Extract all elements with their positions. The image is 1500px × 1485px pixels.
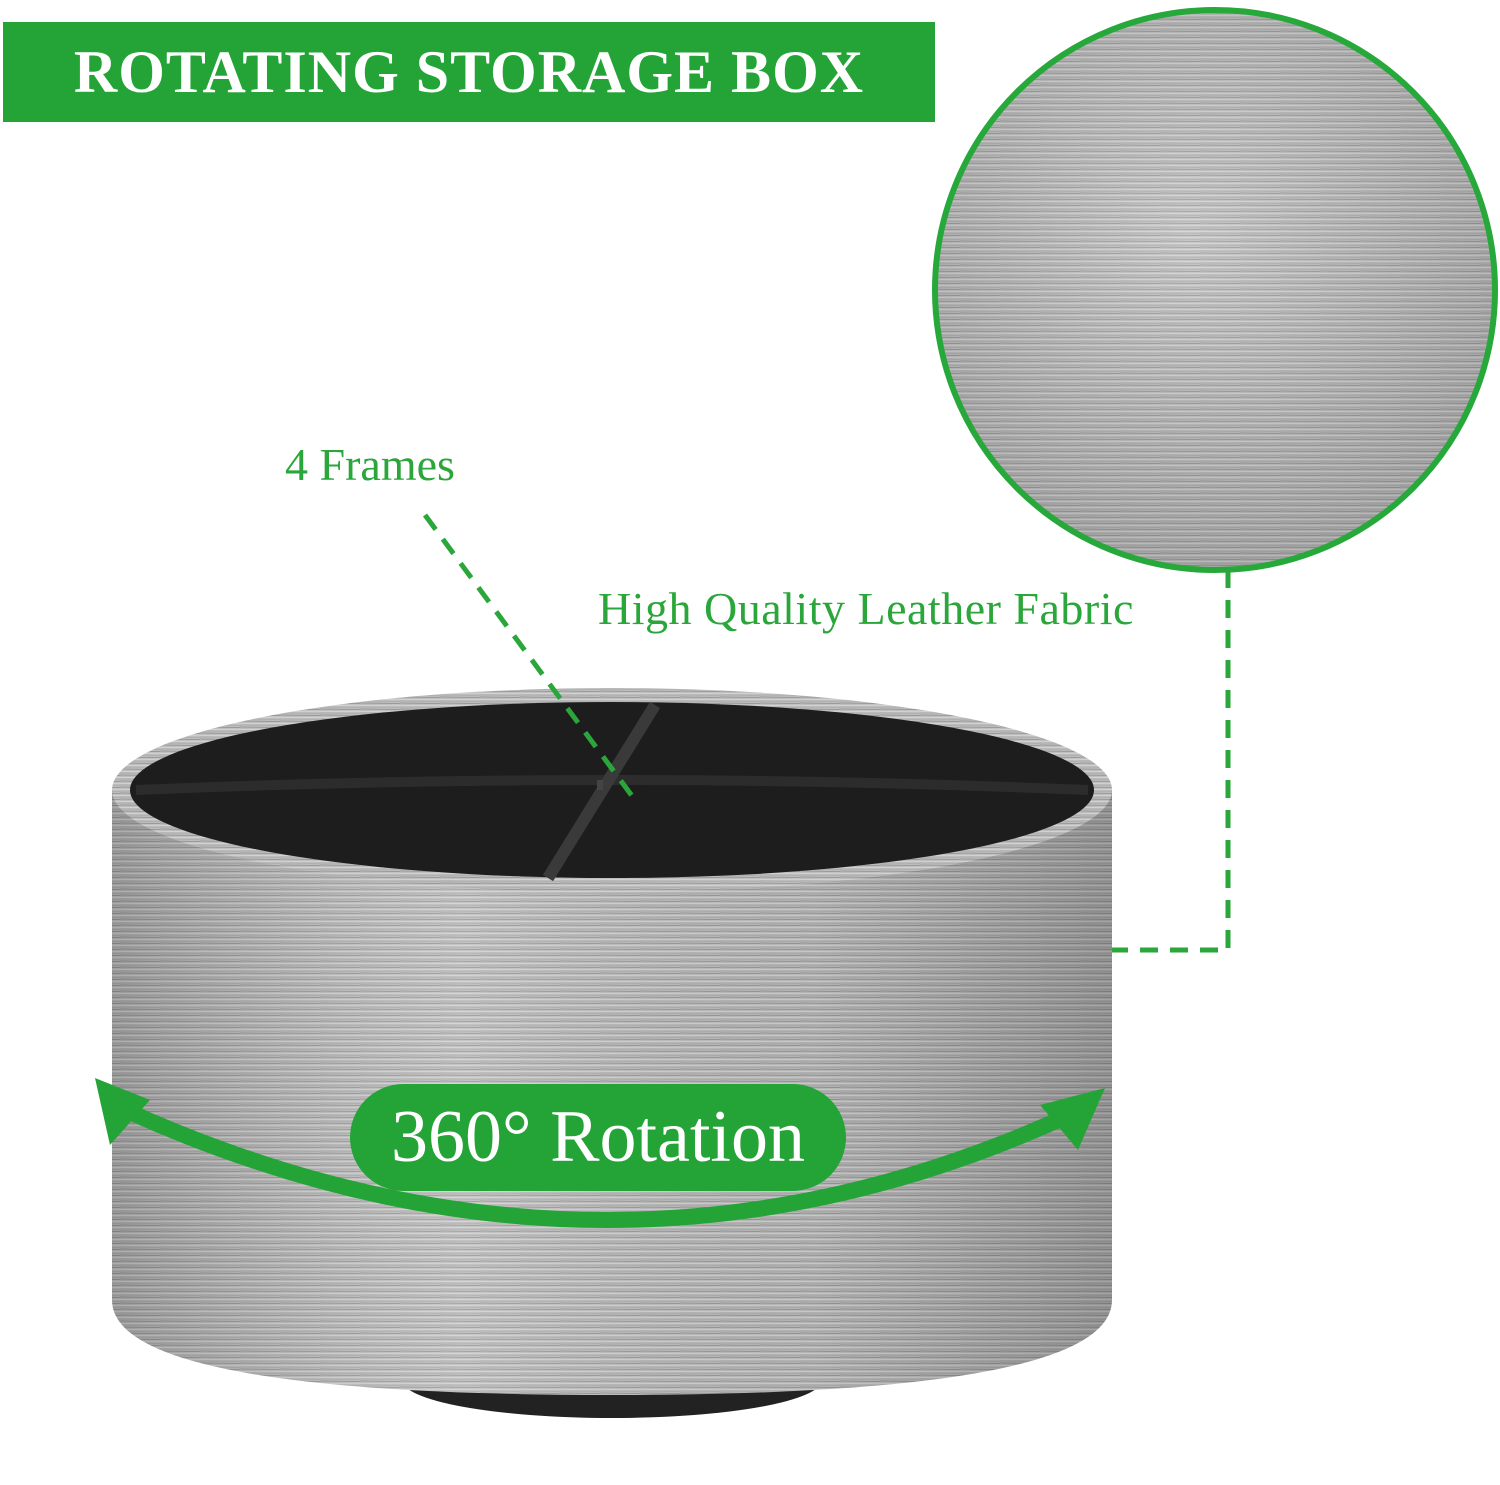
frames-callout: 4 Frames: [285, 439, 455, 490]
fabric-zoom-disc: [932, 7, 1498, 573]
arrowhead-left-icon: [95, 1078, 150, 1145]
title-banner: ROTATING STORAGE BOX: [3, 22, 935, 122]
storage-box-body: [112, 688, 1112, 1395]
arrowhead-right-icon: [1040, 1088, 1105, 1150]
page-title: ROTATING STORAGE BOX: [73, 38, 865, 105]
box-interior: [130, 702, 1094, 878]
rotation-arrow: [95, 1078, 1105, 1228]
rotation-badge-label: 360° Rotation: [391, 1096, 805, 1178]
frame-dividers: [135, 701, 1089, 882]
fabric-callout: High Quality Leather Fabric: [598, 583, 1134, 634]
rotation-badge: 360° Rotation: [350, 1084, 846, 1191]
